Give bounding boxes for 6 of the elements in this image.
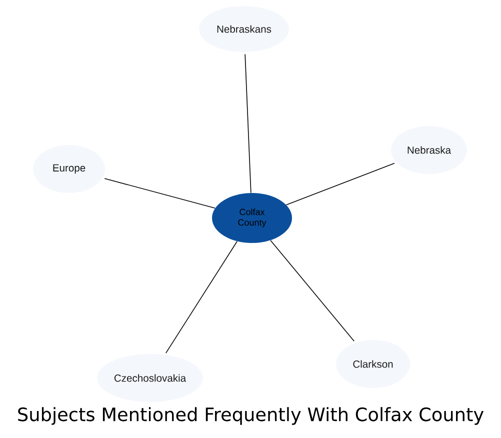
connector-line [166,240,238,354]
chart-title: Subjects Mentioned Frequently With Colfax County [18,407,484,425]
connector-line [244,54,252,194]
connector-line [270,240,354,342]
connector-line [104,178,216,208]
connector-line [286,162,395,206]
